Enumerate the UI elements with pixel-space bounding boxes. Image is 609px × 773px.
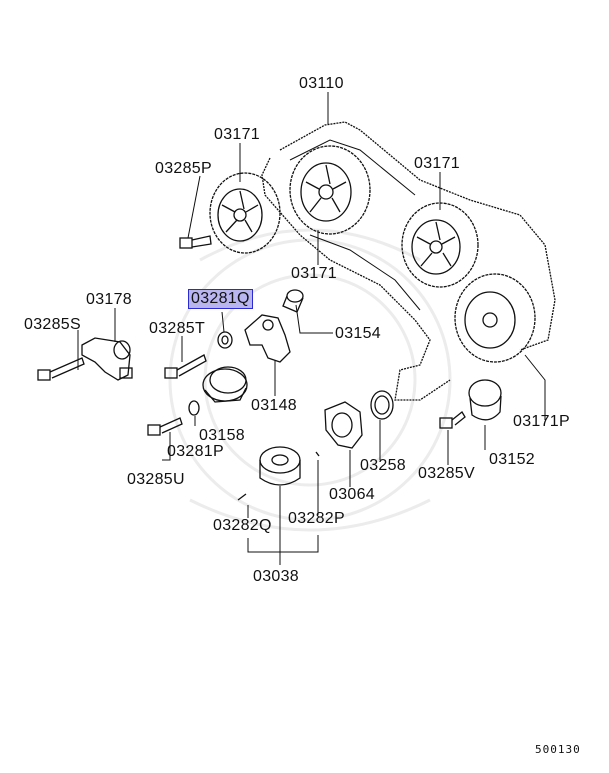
idler-pulley-03152 bbox=[468, 379, 502, 421]
leader-lines bbox=[77, 92, 546, 565]
label-03282q: 03282Q bbox=[213, 517, 272, 534]
label-03171-left: 03171 bbox=[214, 126, 260, 143]
label-03171-center: 03171 bbox=[291, 265, 337, 282]
timing-belt bbox=[261, 121, 556, 401]
label-03171p: 03171P bbox=[513, 413, 570, 430]
label-03171-right: 03171 bbox=[414, 155, 460, 172]
label-03148: 03148 bbox=[251, 397, 297, 414]
sensing-plate-03064 bbox=[324, 401, 363, 449]
label-03154: 03154 bbox=[335, 325, 381, 342]
bolt-03285u bbox=[147, 417, 183, 436]
label-03285u: 03285U bbox=[127, 471, 185, 488]
washer-03281q bbox=[217, 331, 233, 349]
sprocket-left bbox=[209, 172, 281, 254]
bolt-03285s bbox=[37, 357, 85, 381]
idler-pulley-03038 bbox=[259, 446, 301, 486]
label-03178: 03178 bbox=[86, 291, 132, 308]
label-03285p: 03285P bbox=[155, 160, 212, 177]
label-03038: 03038 bbox=[253, 568, 299, 585]
tensioner-pulley-03158 bbox=[202, 366, 248, 403]
sprocket-right-lower bbox=[454, 273, 536, 363]
label-03285t: 03285T bbox=[149, 320, 206, 337]
washer-03281p bbox=[188, 400, 200, 416]
tensioner-arm-03148 bbox=[244, 314, 291, 363]
sprocket-center bbox=[289, 145, 371, 235]
bolt-03285t bbox=[164, 354, 207, 379]
label-03110: 03110 bbox=[299, 75, 344, 92]
pin-03282q bbox=[237, 493, 247, 501]
label-03152: 03152 bbox=[489, 451, 535, 468]
pin-03154 bbox=[282, 289, 304, 313]
label-03282p: 03282P bbox=[288, 510, 345, 527]
sprocket-right-upper bbox=[401, 202, 479, 288]
bolt-03285v bbox=[439, 411, 466, 429]
bolt-03285p bbox=[179, 235, 212, 249]
label-03281q-highlighted[interactable]: 03281Q bbox=[188, 289, 253, 309]
label-03285s: 03285S bbox=[24, 316, 81, 333]
label-03064: 03064 bbox=[329, 486, 375, 503]
seal-03258 bbox=[370, 390, 394, 420]
label-03281p: 03281P bbox=[167, 443, 224, 460]
auto-tensioner-03178 bbox=[81, 337, 133, 381]
label-03258: 03258 bbox=[360, 457, 406, 474]
diagram-code: 500130 bbox=[535, 743, 581, 756]
label-03158: 03158 bbox=[199, 427, 245, 444]
pin-03282p bbox=[315, 451, 320, 457]
label-03285v: 03285V bbox=[418, 465, 475, 482]
